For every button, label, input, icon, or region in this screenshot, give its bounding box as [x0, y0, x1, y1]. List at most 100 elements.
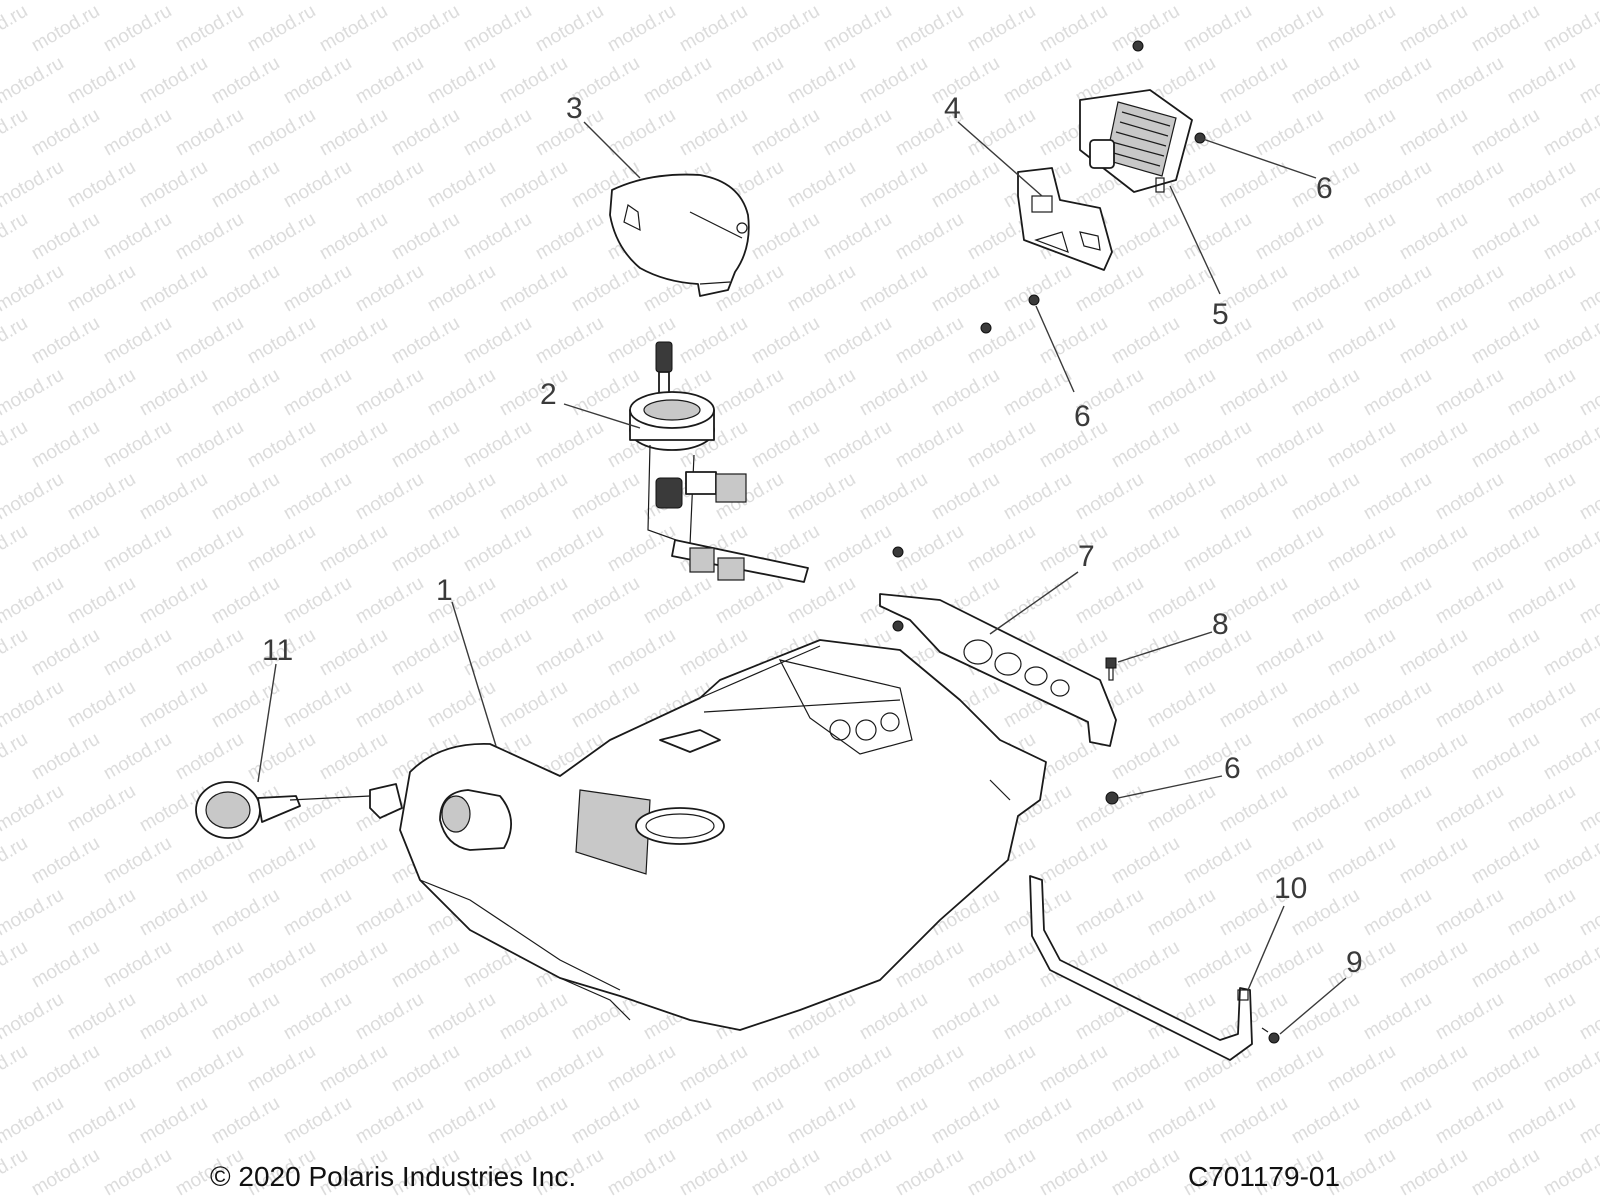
watermark-text: motod.ru	[1180, 417, 1255, 473]
watermark-text: motod.ru	[1000, 989, 1075, 1045]
watermark-text: motod.ru	[316, 313, 391, 369]
watermark-text: motod.ru	[1108, 937, 1183, 993]
watermark-text: motod.ru	[1540, 105, 1600, 161]
watermark-text: motod.ru	[136, 261, 211, 317]
watermark-text: motod.ru	[244, 417, 319, 473]
watermark-text: motod.ru	[1036, 1145, 1111, 1200]
watermark-text: motod.ru	[856, 157, 931, 213]
watermark-text: motod.ru	[856, 0, 931, 4]
watermark-text: motod.ru	[1576, 0, 1600, 4]
watermark-text: motod.ru	[1396, 521, 1471, 577]
watermark-text: motod.ru	[352, 885, 427, 941]
part-1-fuel-tank	[399, 639, 1047, 1031]
watermark-text: motod.ru	[172, 729, 247, 785]
watermark-text: motod.ru	[1396, 105, 1471, 161]
watermark-text: motod.ru	[676, 1, 751, 57]
watermark-text: motod.ru	[352, 365, 427, 421]
watermark-text: motod.ru	[1144, 1093, 1219, 1149]
watermark-text: motod.ru	[316, 937, 391, 993]
watermark-text: motod.ru	[0, 105, 31, 161]
watermark-text: motod.ru	[1396, 1041, 1471, 1097]
watermark-text: motod.ru	[1108, 1145, 1183, 1200]
watermark-text: motod.ru	[352, 677, 427, 733]
watermark-text: motod.ru	[1324, 833, 1399, 889]
watermark-text: motod.ru	[424, 157, 499, 213]
watermark-text: motod.ru	[1216, 0, 1291, 4]
watermark-text: motod.ru	[1432, 469, 1507, 525]
callout-4: 4	[944, 92, 961, 125]
watermark-text: motod.ru	[460, 1041, 535, 1097]
watermark-text: motod.ru	[352, 469, 427, 525]
watermark-text: motod.ru	[0, 573, 67, 629]
watermark-text: motod.ru	[820, 521, 895, 577]
watermark-text: motod.ru	[496, 989, 571, 1045]
leader-lines	[257, 121, 1347, 1035]
watermark-text: motod.ru	[28, 417, 103, 473]
watermark-text: motod.ru	[64, 157, 139, 213]
watermark-text: motod.ru	[0, 313, 31, 369]
watermark-text: motod.ru	[1504, 0, 1579, 4]
watermark-text: motod.ru	[460, 521, 535, 577]
watermark-text: motod.ru	[496, 0, 571, 4]
watermark-text: motod.ru	[280, 573, 355, 629]
watermark-text: motod.ru	[1432, 1093, 1507, 1149]
watermark-text: motod.ru	[820, 313, 895, 369]
watermark-text: motod.ru	[640, 573, 715, 629]
watermark-text: motod.ru	[1576, 677, 1600, 733]
watermark-text: motod.ru	[0, 521, 31, 577]
watermark-text: motod.ru	[208, 0, 283, 4]
watermark-text: motod.ru	[496, 365, 571, 421]
watermark-text: motod.ru	[1468, 1145, 1543, 1200]
watermark-text: motod.ru	[1468, 833, 1543, 889]
part-9-bolt	[1261, 1027, 1280, 1044]
watermark-text: motod.ru	[424, 677, 499, 733]
watermark-text: motod.ru	[280, 885, 355, 941]
watermark-text: motod.ru	[928, 469, 1003, 525]
watermark-text: motod.ru	[496, 573, 571, 629]
watermark-text: motod.ru	[1072, 885, 1147, 941]
watermark-text: motod.ru	[1252, 729, 1327, 785]
watermark-text: motod.ru	[640, 0, 715, 4]
watermark-text: motod.ru	[1324, 729, 1399, 785]
watermark-text: motod.ru	[28, 1145, 103, 1200]
watermark-text: motod.ru	[892, 521, 967, 577]
watermark-text: motod.ru	[1540, 937, 1600, 993]
watermark-text: motod.ru	[280, 261, 355, 317]
watermark-text: motod.ru	[100, 1, 175, 57]
watermark-text: motod.ru	[1252, 1, 1327, 57]
watermark-text: motod.ru	[1072, 261, 1147, 317]
watermark-text: motod.ru	[1288, 469, 1363, 525]
watermark-text: motod.ru	[460, 105, 535, 161]
watermark-text: motod.ru	[1360, 677, 1435, 733]
watermark-text: motod.ru	[244, 313, 319, 369]
watermark-text: motod.ru	[0, 625, 31, 681]
part-5-controller-module	[1079, 40, 1206, 193]
watermark-text: motod.ru	[1468, 625, 1543, 681]
watermark-text: motod.ru	[568, 573, 643, 629]
watermark-text: motod.ru	[892, 1, 967, 57]
watermark-text: motod.ru	[172, 1, 247, 57]
watermark-text: motod.ru	[1288, 365, 1363, 421]
watermark-text: motod.ru	[280, 365, 355, 421]
watermark-text: motod.ru	[352, 53, 427, 109]
callouts: 1 2 3 4 5 6 6 6 7 8 9 10 11	[262, 92, 1363, 979]
watermark-text: motod.ru	[1288, 573, 1363, 629]
watermark-text: motod.ru	[0, 989, 67, 1045]
callout-5: 5	[1212, 298, 1229, 331]
watermark-text: motod.ru	[136, 573, 211, 629]
watermark-text: motod.ru	[1540, 1, 1600, 57]
watermark-text: motod.ru	[460, 1, 535, 57]
watermark-text: motod.ru	[1216, 1093, 1291, 1149]
watermark-text: motod.ru	[1036, 1, 1111, 57]
watermark-text: motod.ru	[280, 677, 355, 733]
watermark-text: motod.ru	[928, 1093, 1003, 1149]
watermark-text: motod.ru	[820, 1, 895, 57]
watermark-text: motod.ru	[1360, 53, 1435, 109]
watermark-text: motod.ru	[1576, 261, 1600, 317]
watermark-text: motod.ru	[64, 781, 139, 837]
watermark-text: motod.ru	[676, 1041, 751, 1097]
watermark-text: motod.ru	[1576, 573, 1600, 629]
watermark-text: motod.ru	[820, 1145, 895, 1200]
watermark-text: motod.ru	[100, 313, 175, 369]
watermark-text: motod.ru	[820, 1041, 895, 1097]
